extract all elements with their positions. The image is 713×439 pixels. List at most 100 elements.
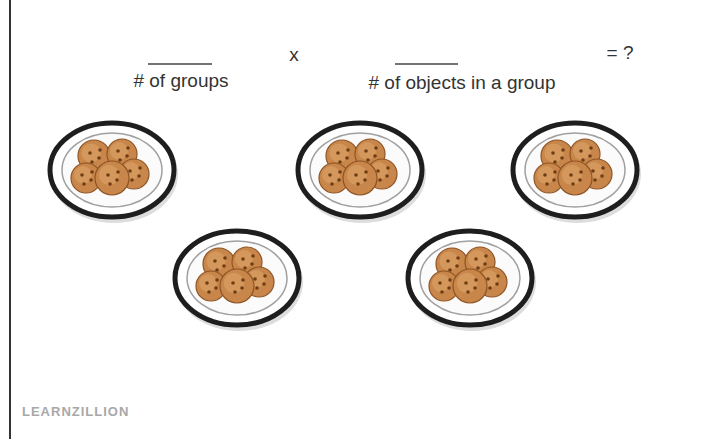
plate-well bbox=[420, 241, 520, 315]
cookie-highlight bbox=[224, 273, 244, 293]
cookie-chip bbox=[545, 182, 549, 186]
cookie-chip bbox=[250, 262, 254, 266]
cookie-chip bbox=[90, 170, 94, 174]
cookie-chip bbox=[386, 166, 390, 170]
plates bbox=[50, 123, 641, 331]
page-border bbox=[9, 0, 11, 439]
equals-question: = ? bbox=[607, 42, 634, 65]
cookie-chip bbox=[97, 156, 101, 160]
cookie-chip bbox=[137, 174, 141, 178]
cookie-chip bbox=[474, 257, 478, 261]
cookie-chip bbox=[374, 146, 378, 150]
cookie-highlight bbox=[347, 165, 367, 185]
cookie-highlight bbox=[81, 143, 100, 162]
cookie-chip bbox=[223, 256, 227, 260]
cookie-chip bbox=[243, 266, 247, 270]
cookie-body bbox=[95, 161, 129, 195]
cookie-chip bbox=[82, 182, 86, 186]
cookie-highlight bbox=[199, 274, 217, 292]
cookie-chip bbox=[345, 156, 349, 160]
cookie-highlight bbox=[99, 165, 119, 185]
cookie-chip bbox=[126, 146, 130, 150]
cookie-chip bbox=[600, 174, 604, 178]
cookie-chip bbox=[552, 178, 556, 182]
cookie-chip bbox=[581, 158, 585, 162]
cookie bbox=[558, 161, 592, 195]
cookie-chip bbox=[138, 166, 142, 170]
cookie-chip bbox=[336, 151, 340, 155]
cookie-chip bbox=[130, 178, 134, 182]
cookie-highlight bbox=[457, 273, 477, 293]
cookie-chip bbox=[346, 148, 350, 152]
cookie-chip bbox=[338, 170, 342, 174]
cookie-chip bbox=[222, 264, 226, 268]
cookie-chip bbox=[484, 254, 488, 258]
cookie-body bbox=[220, 269, 254, 303]
cookie-chip bbox=[440, 290, 444, 294]
cookie-chip bbox=[108, 182, 112, 186]
cookie-chip bbox=[207, 290, 211, 294]
answer-blank bbox=[395, 63, 458, 65]
cookie-chip bbox=[495, 282, 499, 286]
plate-well bbox=[310, 133, 410, 207]
plate-well bbox=[525, 133, 625, 207]
cookie bbox=[343, 161, 377, 195]
cookie-plate bbox=[175, 231, 303, 331]
cookie-chip bbox=[376, 169, 380, 173]
answer-blank bbox=[148, 63, 212, 65]
cookie-chip bbox=[115, 178, 119, 182]
cookie-chip bbox=[253, 277, 257, 281]
cookie-chip bbox=[330, 182, 334, 186]
plate-well bbox=[62, 133, 162, 207]
cookie-chip bbox=[125, 154, 129, 158]
cookie-chip bbox=[98, 148, 102, 152]
cookie-highlight bbox=[235, 250, 253, 268]
cookie-chip bbox=[483, 262, 487, 266]
cookie-highlight bbox=[562, 165, 582, 185]
cookie-chip bbox=[543, 173, 547, 177]
cookie-chip bbox=[128, 169, 132, 173]
cookie-chip bbox=[80, 173, 84, 177]
cookie-plate bbox=[408, 231, 536, 331]
plate-rim bbox=[408, 231, 532, 325]
cookie-chip bbox=[88, 151, 92, 155]
cookie-chip bbox=[588, 154, 592, 158]
cookie-chip bbox=[476, 266, 480, 270]
cookie-highlight bbox=[573, 142, 591, 160]
cookie-chip bbox=[262, 282, 266, 286]
cookie-chip bbox=[579, 149, 583, 153]
cookie-highlight bbox=[322, 166, 340, 184]
cookie-chip bbox=[593, 178, 597, 182]
cookie-chip bbox=[213, 259, 217, 263]
cookie-plate bbox=[513, 123, 641, 223]
cookie-chip bbox=[466, 290, 470, 294]
cookie-chip bbox=[116, 170, 120, 174]
cookie bbox=[453, 269, 487, 303]
cookie-chip bbox=[214, 286, 218, 290]
times-sign: x bbox=[289, 44, 299, 67]
cookie-chip bbox=[364, 149, 368, 153]
cookie-chip bbox=[233, 290, 237, 294]
cookie-chip bbox=[356, 182, 360, 186]
cookie-chip bbox=[438, 281, 442, 285]
cookie-chip bbox=[231, 281, 235, 285]
cookie-chip bbox=[488, 286, 492, 290]
cookie-chip bbox=[363, 178, 367, 182]
cookie-highlight bbox=[537, 166, 555, 184]
cookie-chip bbox=[373, 154, 377, 158]
cookie-highlight bbox=[329, 143, 348, 162]
blank-caption: # of objects in a group bbox=[369, 72, 556, 95]
cookie-chip bbox=[241, 278, 245, 282]
cookie-chip bbox=[215, 278, 219, 282]
cookie-chip bbox=[328, 173, 332, 177]
cookie-chip bbox=[571, 182, 575, 186]
cookie-plate bbox=[298, 123, 426, 223]
cookie-chip bbox=[553, 170, 557, 174]
plate-well bbox=[187, 241, 287, 315]
cookie-chip bbox=[366, 158, 370, 162]
cookie-chip bbox=[378, 178, 382, 182]
cookie-chip bbox=[551, 151, 555, 155]
plate-rim bbox=[175, 231, 299, 325]
cookie-chip bbox=[251, 254, 255, 258]
